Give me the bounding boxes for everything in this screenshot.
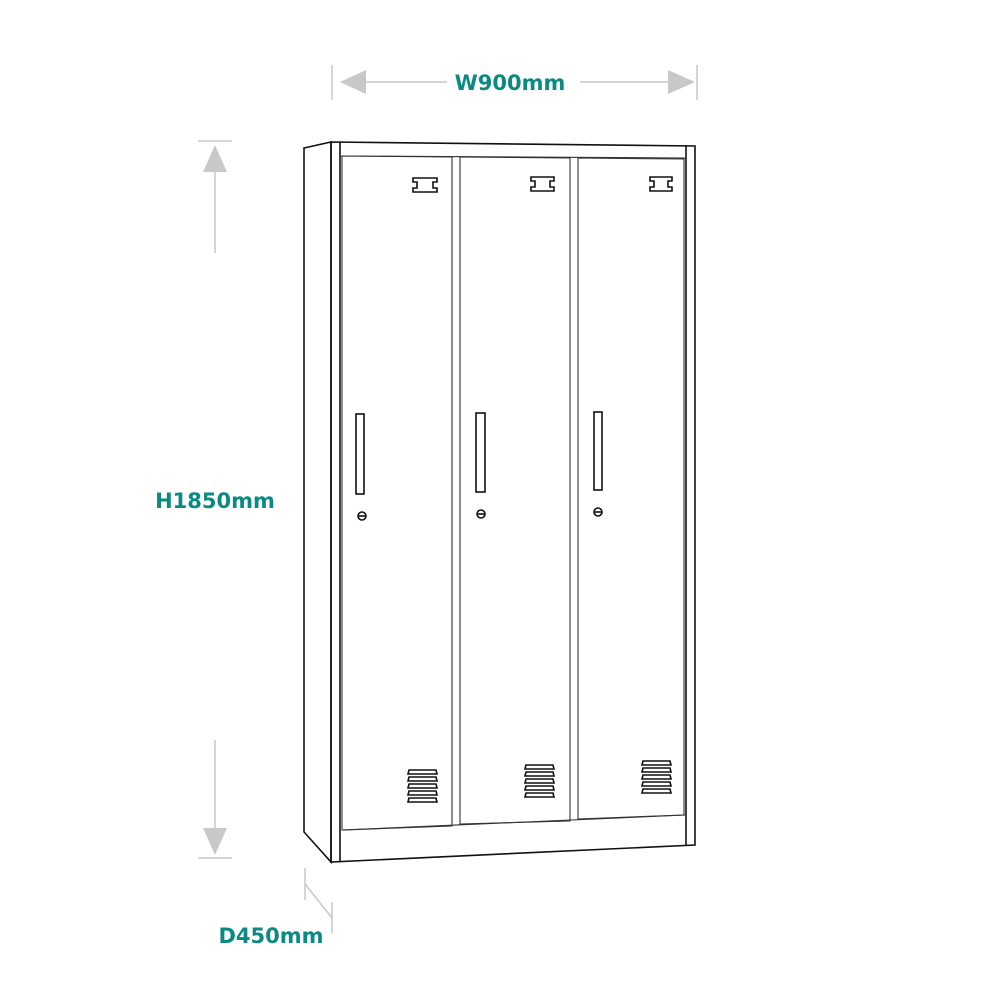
width-label: W900mm [455, 71, 566, 95]
vent-icon [523, 764, 556, 798]
locker-cabinet [303, 141, 696, 865]
door-handle [355, 413, 365, 495]
arrow-left-icon [340, 70, 366, 94]
vent-icon [640, 760, 673, 794]
door-1[interactable] [341, 155, 453, 831]
vent-icon [406, 769, 439, 803]
height-label: H1850mm [155, 489, 275, 513]
front-frame [330, 141, 696, 863]
door-3[interactable] [577, 157, 685, 820]
depth-label: D450mm [218, 924, 323, 948]
label-holder-icon [649, 176, 673, 192]
width-dimension: W900mm [331, 65, 698, 100]
arrow-down-icon [203, 828, 227, 855]
depth-dimension: D450mm [218, 868, 333, 948]
label-holder-icon [412, 177, 438, 193]
door-handle [593, 411, 603, 491]
height-dimension: H1850mm [155, 140, 275, 859]
arrow-right-icon [668, 70, 695, 94]
door-handle [475, 412, 486, 493]
label-holder-icon [530, 176, 555, 192]
arrow-up-icon [203, 145, 227, 172]
side-panel [303, 141, 332, 865]
door-2[interactable] [459, 156, 571, 825]
